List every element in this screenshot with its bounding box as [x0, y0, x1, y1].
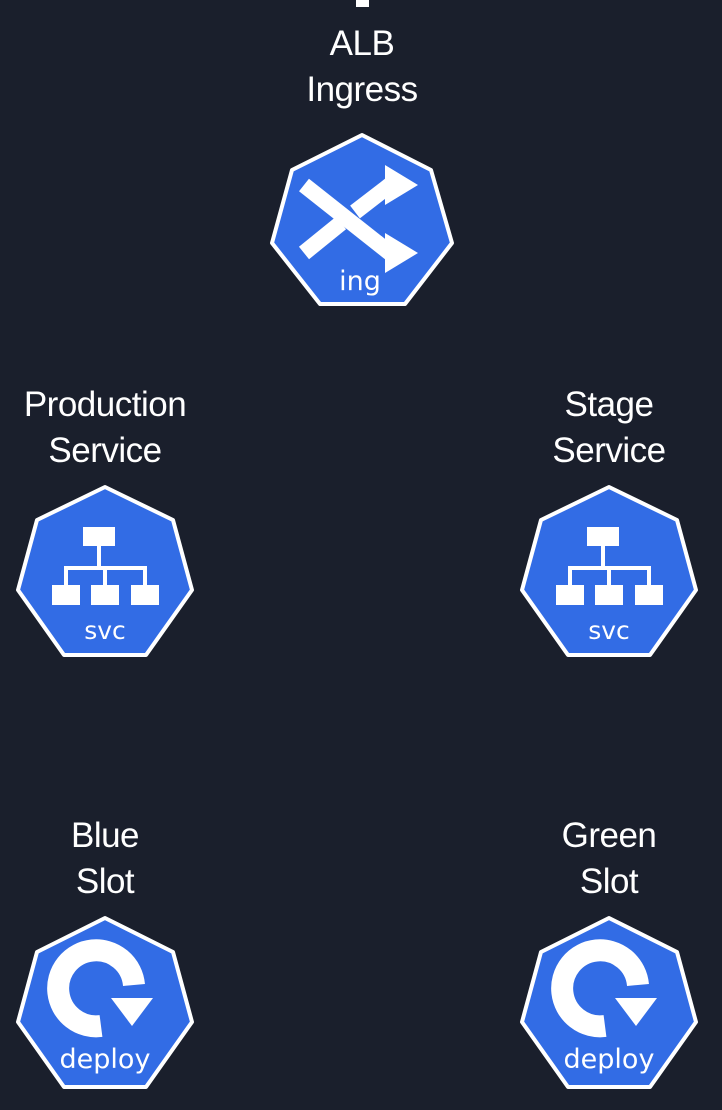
deploy-refresh-icon: [551, 939, 657, 1038]
blue-slot-label: Blue Slot: [0, 813, 225, 905]
stage-service-badge: svc: [588, 616, 630, 645]
deploy-refresh-icon: [47, 939, 153, 1038]
green-slot-label-line2: Slot: [579, 862, 639, 901]
stage-service-label-line2: Service: [552, 431, 666, 470]
blue-slot-label-line1: Blue: [70, 816, 140, 855]
ingress-node[interactable]: ing: [270, 133, 454, 306]
stage-service-node[interactable]: svc: [520, 485, 698, 657]
ingress-label-line1: ALB: [329, 24, 395, 63]
blue-slot-badge: deploy: [60, 1044, 151, 1075]
green-slot-label: Green Slot: [489, 813, 722, 905]
blue-slot-label-line2: Slot: [75, 862, 135, 901]
ingress-heptagon: [270, 133, 454, 306]
green-slot-node[interactable]: deploy: [520, 916, 698, 1089]
green-slot-label-line1: Green: [561, 816, 657, 855]
stage-service-label: Stage Service: [489, 382, 722, 474]
blue-slot-node[interactable]: deploy: [16, 916, 194, 1089]
ingress-label-line2: Ingress: [306, 70, 418, 109]
ingress-label: ALB Ingress: [242, 21, 482, 113]
production-service-node[interactable]: svc: [16, 485, 194, 657]
service-hierarchy-icon: [52, 527, 159, 605]
production-service-label-line1: Production: [23, 385, 187, 424]
green-slot-badge: deploy: [564, 1044, 655, 1075]
production-service-badge: svc: [84, 616, 126, 645]
stage-service-label-line1: Stage: [564, 385, 654, 424]
production-service-label-line2: Service: [48, 431, 162, 470]
service-hierarchy-icon: [556, 527, 663, 605]
production-service-label: Production Service: [0, 382, 225, 474]
top-connector-stub: [356, 0, 369, 7]
ingress-badge: ing: [339, 266, 381, 297]
ingress-shuffle-icon: [298, 165, 418, 273]
